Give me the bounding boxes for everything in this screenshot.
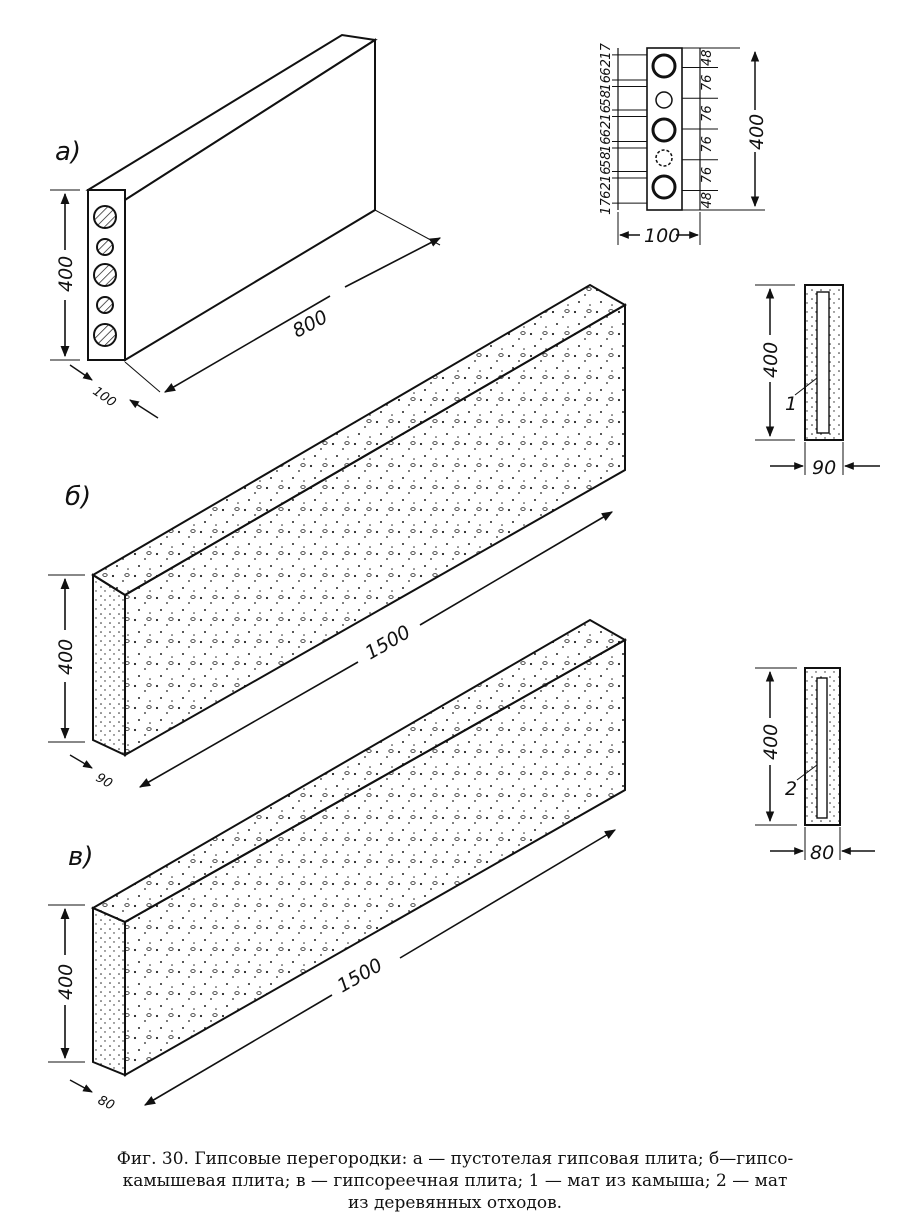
section-v-width-dim: 80 — [810, 842, 834, 864]
section-b-callout: 1 — [785, 393, 797, 415]
detail-right-dims: 48 76 76 76 76 48 — [682, 49, 718, 209]
detail-total-height-dim: 400 — [746, 114, 768, 150]
detail-width-dim: 100 — [644, 225, 680, 247]
reed-mat — [816, 291, 830, 434]
section-v-height-dim: 400 — [760, 724, 782, 760]
section-v: 400 2 80 — [755, 667, 875, 864]
detail-dim-value: 62 — [599, 121, 614, 138]
slab-b-end — [92, 573, 126, 757]
detail-dim-value: 76 — [700, 105, 715, 122]
slab-v-thickness-dim: 80 — [95, 1093, 116, 1114]
hole-circle — [655, 149, 673, 167]
slab-b-height-dim: 400 — [55, 639, 77, 675]
hole-circle — [651, 117, 677, 143]
hole-circle — [651, 174, 677, 200]
slab-a-length-dim: 800 — [289, 306, 331, 342]
detail-dim-value: 62 — [599, 182, 614, 199]
slab-v: в) 400 1500 80 — [48, 618, 628, 1114]
section-b-width-dim: 90 — [812, 457, 836, 479]
section-b: 400 1 90 — [755, 284, 880, 479]
detail-dim-value: 17 — [599, 198, 614, 215]
caption-line-1: Фиг. 30. Гипсовые перегородки: а — пусто… — [116, 1149, 794, 1169]
slab-a-side — [124, 38, 376, 362]
slab-a: а) 400 800 100 — [50, 33, 441, 419]
void-circle — [96, 296, 114, 314]
slab-b-thickness-dim: 90 — [93, 770, 115, 791]
section-b-height-dim: 400 — [760, 342, 782, 378]
detail-dim-value: 16 — [599, 137, 614, 154]
figure-caption: Фиг. 30. Гипсовые перегородки: а — пусто… — [40, 1148, 870, 1214]
detail-dim-value: 76 — [700, 75, 715, 92]
caption-line-2: камышевая плита; в — гипсореечная плита;… — [122, 1171, 788, 1191]
detail-dim-value: 16 — [599, 105, 614, 122]
detail-dim-value: 76 — [700, 136, 715, 153]
void-circle — [93, 323, 117, 347]
caption-line-3: из деревянных отходов. — [347, 1193, 563, 1213]
section-v-callout: 2 — [785, 778, 797, 800]
slab-v-height-dim: 400 — [55, 964, 77, 1000]
detail-dim-value: 62 — [599, 59, 614, 76]
detail-dim-value: 58 — [599, 152, 614, 169]
detail-dim-value: 16 — [599, 75, 614, 92]
detail-dim-value: 17 — [599, 42, 614, 59]
label-b: б) — [65, 482, 91, 512]
label-a: а) — [55, 137, 81, 167]
void-circle — [96, 238, 114, 256]
detail-dim-value: 76 — [700, 167, 715, 184]
hole-circle — [651, 53, 677, 79]
slab-v-length-dim: 1500 — [334, 954, 387, 997]
wood-waste-mat — [816, 677, 828, 819]
detail-dim-value: 48 — [700, 192, 715, 209]
void-circle — [93, 263, 117, 287]
hole-circle — [655, 91, 673, 109]
detail-dim-value: 16 — [599, 166, 614, 183]
slab-b-length-dim: 1500 — [362, 621, 415, 664]
detail-dim-value: 58 — [599, 90, 614, 107]
slab-a-height-dim: 400 — [55, 256, 77, 292]
label-v: в) — [68, 842, 93, 872]
slab-a-thickness-dim: 100 — [90, 384, 119, 411]
detail-dim-value: 48 — [700, 49, 715, 66]
void-circle — [93, 205, 117, 229]
slab-v-end — [92, 906, 126, 1077]
